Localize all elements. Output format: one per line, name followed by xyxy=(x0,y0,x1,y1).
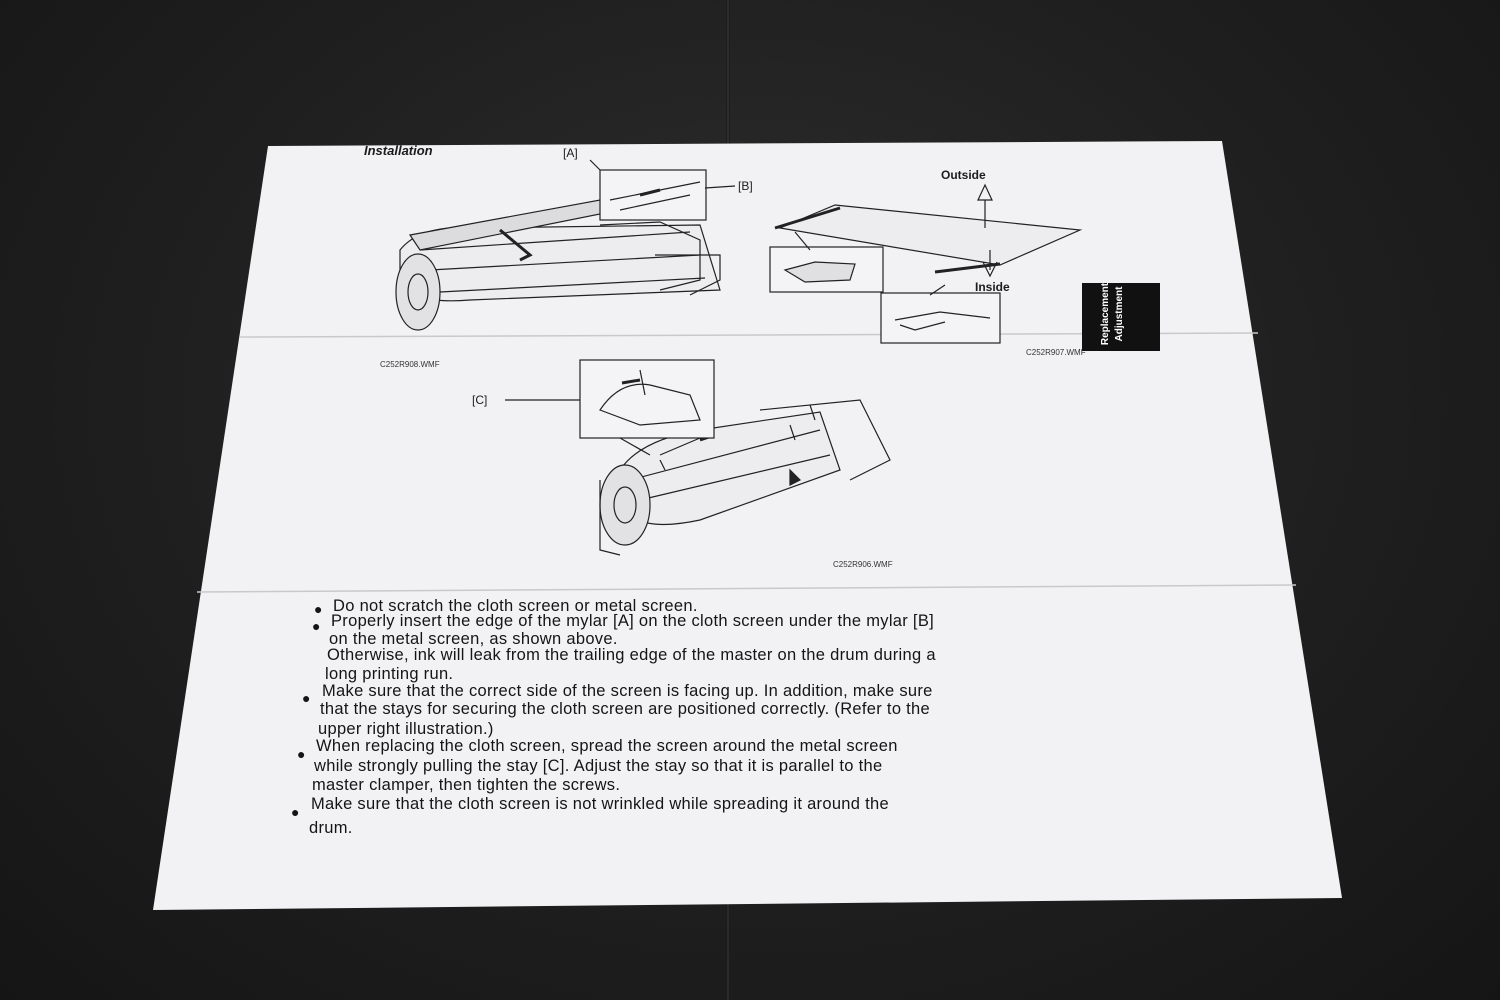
bullet-4-line-3: master clamper, then tighten the screws. xyxy=(312,776,621,794)
bullet-3-line-2: that the stays for securing the cloth sc… xyxy=(320,700,931,718)
bullet-marker: ● xyxy=(302,690,311,706)
side-tab-line-1: Replacement xyxy=(1100,282,1111,346)
callout-label-b: [B] xyxy=(738,179,753,193)
chapter-side-tab: Replacement Adjustment xyxy=(1082,283,1160,351)
figure-drum-stay xyxy=(505,359,891,556)
label-outside: Outside xyxy=(941,168,986,182)
figure-caption-2: C252R907.WMF xyxy=(1026,348,1086,357)
bullet-2-line-1: Properly insert the edge of the mylar [A… xyxy=(331,612,935,630)
bullet-marker: ● xyxy=(297,746,306,762)
bullet-marker: ● xyxy=(312,618,321,634)
bullet-2-line-4: long printing run. xyxy=(325,665,454,683)
bullet-3-line-3: upper right illustration.) xyxy=(318,720,494,738)
side-tab-line-2: Adjustment xyxy=(1114,286,1125,342)
bullet-3-line-1: Make sure that the correct side of the s… xyxy=(322,682,933,700)
callout-label-c: [C] xyxy=(472,393,488,407)
figure-screen-orientation xyxy=(769,183,1083,344)
figure-caption-1: C252R908.WMF xyxy=(380,360,440,369)
callout-label-a: [A] xyxy=(563,146,578,160)
bullet-5-line-2: drum. xyxy=(309,819,353,837)
bullet-1-line-1: Do not scratch the cloth screen or metal… xyxy=(333,597,698,615)
bullet-marker: ● xyxy=(314,601,323,617)
bullet-2-line-2: on the metal screen, as shown above. xyxy=(329,630,618,648)
label-inside: Inside xyxy=(975,280,1010,294)
bullet-marker: ● xyxy=(291,804,300,820)
figure-drum-mylar xyxy=(395,159,736,331)
fold-crease-lower xyxy=(196,584,1297,593)
figure-caption-3: C252R906.WMF xyxy=(833,560,893,569)
bullet-2-line-3: Otherwise, ink will leak from the traili… xyxy=(327,646,936,664)
bullet-5-line-1: Make sure that the cloth screen is not w… xyxy=(311,795,889,813)
bullet-4-line-1: When replacing the cloth screen, spread … xyxy=(316,737,898,755)
bullet-4-line-2: while strongly pulling the stay [C]. Adj… xyxy=(314,757,883,775)
section-title: Installation xyxy=(364,143,433,158)
